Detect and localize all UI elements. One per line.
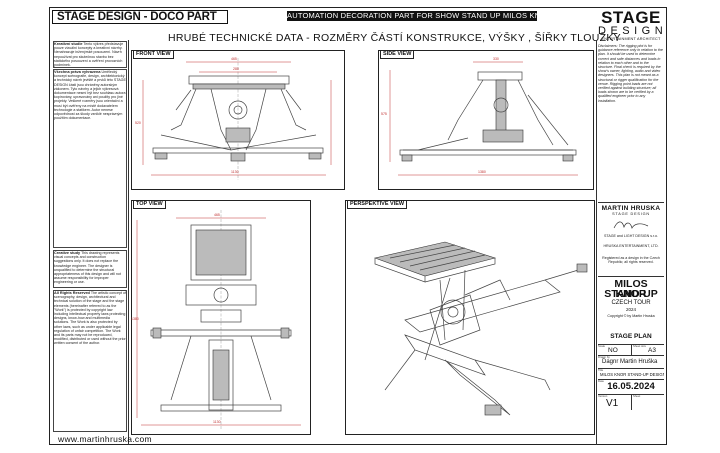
scale-label: Scale xyxy=(598,344,605,348)
top-view-label: TOP VIEW xyxy=(133,200,166,209)
svg-text:1130: 1130 xyxy=(231,170,239,174)
version-value: V1 xyxy=(606,398,619,409)
design-registration: Registered as a design in the Czech Repu… xyxy=(602,256,660,265)
sheet-title: STAGE DESIGN - DOCO PART xyxy=(52,10,228,24)
note-text: This drawing represents visual concepts … xyxy=(54,251,121,285)
size-label: Sheet size xyxy=(633,344,647,348)
logo-line-1: STAGE xyxy=(601,8,661,27)
disclaimer-text: Disclaimers: The rigging plot is for gui… xyxy=(598,44,663,103)
perspective-view-drawing xyxy=(373,241,588,416)
stage-design-logo: STAGE DESIGN ENTERTAINMENT ARCHITECT xyxy=(598,8,668,54)
title-value: MILOS KNOR STAND-UP DESIGN xyxy=(600,372,664,377)
note-box-4 xyxy=(53,290,127,432)
title-label: Title xyxy=(598,368,604,372)
scale-value: NO xyxy=(608,347,618,354)
drawn-label: Drawn by xyxy=(598,355,610,359)
note-text: Tento výkres představuje pouze vizuální … xyxy=(54,42,124,67)
left-notes-column xyxy=(52,40,129,445)
logo-line-2: DESIGN xyxy=(598,25,668,37)
tour-name: CZECH TOUR xyxy=(611,300,651,306)
divider xyxy=(598,202,664,203)
note-heading: Kreativní studie xyxy=(54,42,83,46)
top-view-drawing: 1130 1380 465 xyxy=(131,210,301,430)
note-text: Umělecký koncept scénografie, design, ar… xyxy=(54,70,126,121)
sheet-border xyxy=(49,7,667,445)
divider xyxy=(598,379,664,380)
signature-image xyxy=(613,221,649,229)
divider xyxy=(631,394,632,410)
designer-name: MARTIN HRUSKA xyxy=(601,205,661,212)
company-address-1: STAGE and LIGHT DESIGN s.r.o. xyxy=(604,234,658,238)
right-info-column xyxy=(596,40,667,445)
svg-text:1130: 1130 xyxy=(213,420,221,424)
side-view-panel xyxy=(378,50,594,190)
divider xyxy=(598,276,664,277)
date-label: Date xyxy=(598,379,604,383)
note-box-2 xyxy=(53,69,127,248)
version-label: Version xyxy=(598,394,608,398)
sheet-label: Sheet xyxy=(633,394,641,398)
side-view-label: SIDE VIEW xyxy=(380,50,415,59)
front-view-drawing: 465 280 1130 520 xyxy=(135,57,332,180)
divider xyxy=(631,344,632,355)
note-heading: Všechna práva vyhrazena xyxy=(54,70,101,74)
svg-text:330: 330 xyxy=(493,57,499,61)
note-rights-cz: Všechna práva vyhrazena Umělecký koncept… xyxy=(54,70,126,246)
logo-line-3: ENTERTAINMENT ARCHITECT xyxy=(601,37,661,41)
note-creative-en: Creative study This drawing represents v… xyxy=(54,251,126,287)
divider xyxy=(598,355,664,356)
divider xyxy=(598,368,664,369)
plan-title: STAGE PLAN xyxy=(610,333,652,340)
size-value: A3 xyxy=(648,347,656,354)
note-box-1 xyxy=(53,41,127,68)
note-heading: All Rights Reserved xyxy=(54,291,90,295)
show-name-line-1: MILOS KNOR xyxy=(614,278,648,300)
note-heading: Creative study xyxy=(54,251,81,255)
note-rights-en: All Rights Reserved The artistic concept… xyxy=(54,291,126,431)
date-value: 16.05.2024 xyxy=(607,381,655,392)
automation-banner: AUTOMATION DECORATION PART FOR SHOW STAN… xyxy=(287,11,537,21)
show-name-line-2: STAND-UP xyxy=(604,288,658,300)
perspective-view-label: PERSPEKTIVE VIEW xyxy=(347,200,408,209)
svg-text:575: 575 xyxy=(381,112,387,116)
tour-year: 2024 xyxy=(625,307,636,312)
drawn-value: Dagnr Martin Hruška xyxy=(602,359,658,365)
svg-text:1380: 1380 xyxy=(478,170,486,174)
svg-text:465: 465 xyxy=(231,57,237,61)
svg-text:280: 280 xyxy=(233,67,239,71)
side-view-drawing: 1380 330 575 xyxy=(381,57,578,176)
show-copyright: Copyright © by Martin Hruska xyxy=(607,314,655,318)
company-address-2: HRUSKA ENTERTAINMENT, LTD. xyxy=(603,244,659,248)
note-box-3 xyxy=(53,250,127,288)
svg-text:520: 520 xyxy=(135,121,141,125)
front-view-label: FRONT VIEW xyxy=(133,50,174,59)
note-text: The artistic concept of scenography, des… xyxy=(54,291,126,346)
note-creative-cz: Kreativní studie Tento výkres představuj… xyxy=(54,42,126,67)
main-heading: HRUBÉ TECHNICKÉ DATA - ROZMĚRY ČÁSTÍ KON… xyxy=(168,32,621,44)
svg-text:465: 465 xyxy=(214,213,220,217)
footer-url: www.martinhruska.com xyxy=(58,434,152,444)
svg-text:1380: 1380 xyxy=(131,317,139,321)
designer-subtitle: STAGE DESIGN xyxy=(612,212,650,216)
